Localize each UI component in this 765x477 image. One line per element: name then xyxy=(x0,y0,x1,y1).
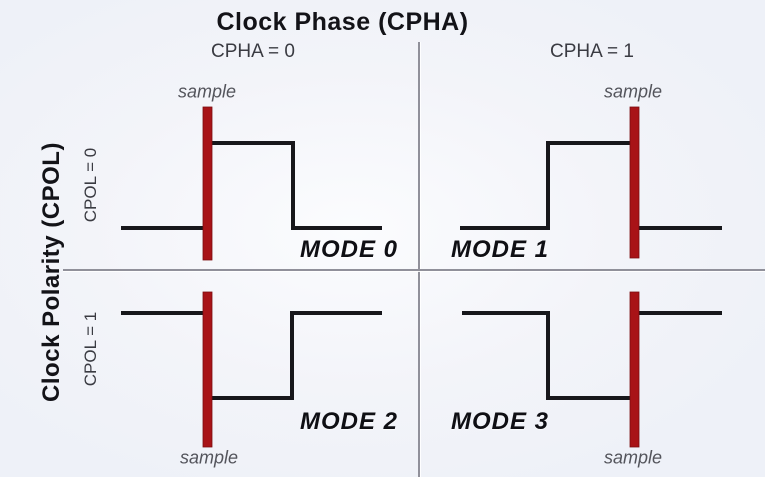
clock-waveform-mode3 xyxy=(462,311,722,400)
clock-waveform-mode2 xyxy=(121,311,382,400)
mode-label-mode1: MODE 1 xyxy=(450,236,550,263)
sample-bar-mode0 xyxy=(202,106,213,261)
mode-label-mode0: MODE 0 xyxy=(299,236,399,263)
clock-waveform-mode0 xyxy=(121,141,382,230)
mode-label-mode3: MODE 3 xyxy=(450,408,550,435)
sample-label-mode2: sample xyxy=(179,447,239,468)
vertical-divider xyxy=(418,42,420,477)
sample-bar-mode1 xyxy=(629,106,640,259)
clock-waveform-mode1 xyxy=(460,141,722,230)
sample-bar-mode2 xyxy=(202,291,213,448)
sample-label-mode1: sample xyxy=(603,81,663,102)
sample-label-mode3: sample xyxy=(603,447,663,468)
column-header-cpha0: CPHA = 0 xyxy=(211,41,295,62)
column-header-cpha1: CPHA = 1 xyxy=(550,41,634,62)
mode-label-mode2: MODE 2 xyxy=(299,408,399,435)
sample-bar-mode3 xyxy=(629,291,640,448)
sample-label-mode0: sample xyxy=(177,81,237,102)
diagram-title: Clock Phase (CPHA) xyxy=(216,8,469,36)
horizontal-divider xyxy=(63,269,765,271)
